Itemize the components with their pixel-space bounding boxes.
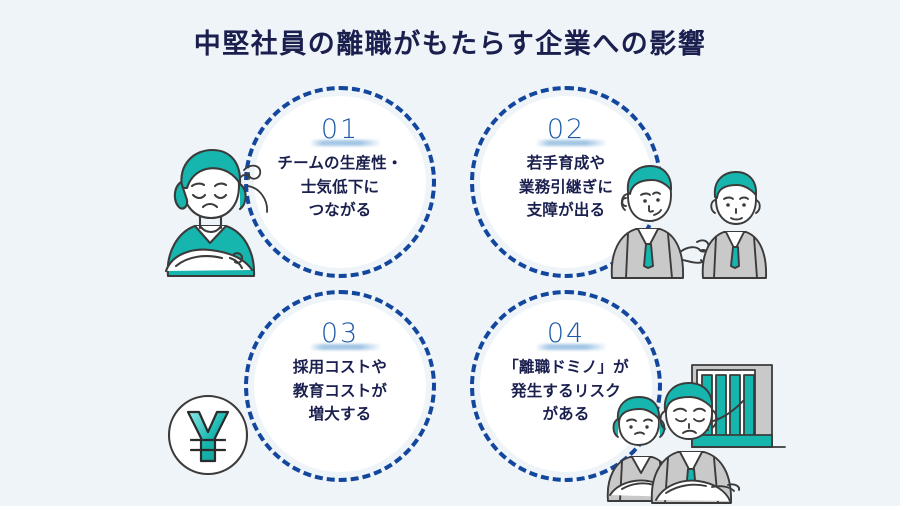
node-text-line: 「離職ドミノ」が (503, 359, 629, 376)
node-number-wrap-04: 04 (535, 318, 608, 350)
node-text-line: 若手育成や (526, 155, 606, 172)
number-underline-brush (309, 344, 382, 350)
node-circle-01: 01 チームの生産性・ 士気低下に つながる (244, 86, 436, 278)
node-text-line: 発生するリスク (511, 382, 621, 400)
node-text-line: 支障が出る (526, 202, 606, 220)
node-text-04: 「離職ドミノ」が 発生するリスク がある (503, 356, 629, 427)
node-content-04: 04 「離職ドミノ」が 発生するリスク がある (480, 300, 652, 472)
node-text-03: 採用コストや 教育コストが 増大する (293, 356, 387, 427)
node-text-line: がある (542, 406, 590, 424)
node-number-wrap-01: 01 (309, 114, 382, 146)
number-underline-brush (309, 140, 382, 146)
node-text-01: チームの生産性・ 士気低下に つながる (277, 152, 402, 223)
worried-pair-with-declining-chart-illustration (600, 355, 786, 504)
node-number-01: 01 (320, 114, 360, 145)
node-text-line: 増大する (308, 406, 372, 424)
node-number-wrap-02: 02 (535, 114, 608, 146)
node-number-02: 02 (546, 114, 586, 145)
node-text-line: 教育コストが (292, 382, 388, 400)
number-underline-brush (535, 140, 608, 146)
node-circle-04: 04 「離職ドミノ」が 発生するリスク がある (470, 290, 662, 482)
node-text-line: 士気低下に (300, 178, 380, 196)
node-number-03: 03 (320, 318, 360, 349)
node-content-03: 03 採用コストや 教育コストが 増大する (254, 300, 426, 472)
node-text-line: チームの生産性・ (277, 155, 403, 172)
tired-woman-illustration (148, 148, 273, 278)
yen-coin-icon (158, 385, 258, 485)
node-circle-02: 02 若手育成や 業務引継ぎに 支障が出る (470, 86, 662, 278)
node-text-line: つながる (308, 202, 372, 220)
node-content-01: 01 チームの生産性・ 士気低下に つながる (254, 96, 426, 268)
two-businessmen-illustration (598, 160, 767, 280)
node-text-line: 採用コストや (292, 359, 388, 376)
node-circle-03: 03 採用コストや 教育コストが 増大する (244, 290, 436, 482)
node-number-04: 04 (546, 318, 586, 349)
node-text-02: 若手育成や 業務引継ぎに 支障が出る (519, 152, 613, 223)
node-number-wrap-03: 03 (309, 318, 382, 350)
page-title: 中堅社員の離職がもたらす企業への影響 (193, 29, 707, 59)
node-text-line: 業務引継ぎに (518, 178, 614, 196)
number-underline-brush (535, 344, 608, 350)
